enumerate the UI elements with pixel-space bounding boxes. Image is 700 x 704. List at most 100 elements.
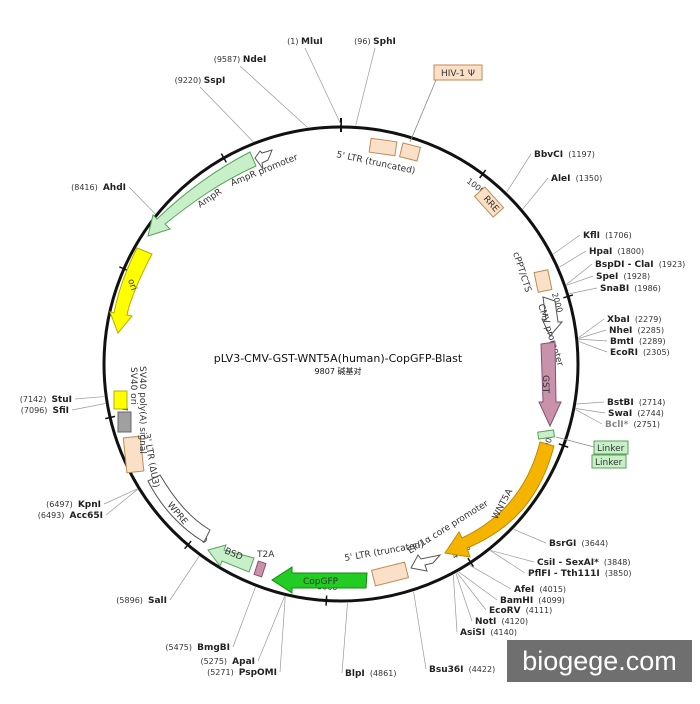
site-name: BmtI xyxy=(610,337,634,347)
site-leader xyxy=(506,153,532,193)
plasmid-title: pLV3-CMV-GST-WNT5A(human)-CopGFP-Blast xyxy=(214,352,463,365)
site-position: (8416) xyxy=(71,183,98,192)
site-ecorv: EcoRV (4111) xyxy=(456,572,552,616)
feature-copgfp xyxy=(271,566,368,594)
site-leader xyxy=(455,573,473,622)
feature-label-sv40-ori: SV40 ori xyxy=(128,367,138,405)
site-name: PspOMI xyxy=(239,668,277,678)
site-name: BbvCI xyxy=(534,150,563,160)
site-name: NdeI xyxy=(243,55,266,65)
site-nhei: NheI (2285) xyxy=(578,318,664,339)
site-label: (5475) BmgBI xyxy=(165,635,230,654)
feature-rre xyxy=(473,186,505,218)
site-leader xyxy=(239,65,308,128)
site-position: (5271) xyxy=(207,668,234,677)
site-leader xyxy=(566,275,594,286)
site-leader xyxy=(199,86,254,142)
site-name: SwaI xyxy=(608,409,632,419)
site-position: (9587) xyxy=(214,55,243,64)
site-ahdi: (8416) AhdI xyxy=(71,183,156,215)
site-name: BamHI xyxy=(500,596,533,606)
site-kpni: (6497) KpnI xyxy=(46,488,138,510)
site-name: BlpI xyxy=(345,669,365,679)
site-label: (6493) Acc65I xyxy=(38,503,103,522)
site-bamhi: BamHI (4099) xyxy=(458,571,565,606)
site-label: KflI (1706) xyxy=(583,223,632,242)
site-ndei: (9587) NdeI xyxy=(214,55,308,128)
site-name: AfeI xyxy=(514,585,534,595)
site-csii-sexai-: CsiI - SexAI* (3848) xyxy=(490,550,631,568)
site-label: (1) MluI xyxy=(287,37,323,47)
site-position: (1986) xyxy=(634,284,661,293)
site-pspomi: (5271) PspOMI xyxy=(207,596,286,678)
feature-ef1a xyxy=(410,554,442,572)
feature-5ltr-top-b xyxy=(398,142,422,162)
tick-mark xyxy=(105,415,116,420)
site-leader xyxy=(578,338,608,342)
site-label: BlpI (4861) xyxy=(345,661,396,680)
site-hpai: HpaI (1800) xyxy=(559,247,644,268)
site-label: BspDI - ClaI (1923) xyxy=(595,252,685,271)
site-label: SwaI (2744) xyxy=(608,401,664,420)
site-name: PflFI - Tth111I xyxy=(528,569,600,579)
tick-mark xyxy=(563,294,574,299)
tick-mark xyxy=(325,595,328,606)
site-leader xyxy=(513,528,547,544)
site-position: (9220) xyxy=(175,76,204,85)
site-noti: NotI (4120) xyxy=(455,573,528,628)
feature-linker-marker xyxy=(537,429,556,440)
site-label: (5896) SalI xyxy=(116,588,167,607)
site-position: (5275) xyxy=(200,657,227,666)
site-name: AleI xyxy=(551,174,571,184)
site-acc65i: (6493) Acc65I xyxy=(38,489,138,522)
feature-wpre xyxy=(147,474,211,543)
feature-label-copgfp: CopGFP xyxy=(303,577,339,587)
site-leader xyxy=(456,572,487,611)
site-asisi: AsiSI (4140) xyxy=(452,574,517,638)
feature-label-hiv-psi: HIV-1 Ψ xyxy=(441,69,475,79)
site-leader xyxy=(169,556,200,601)
feature-label-sv40-polya: SV40 poly(A) signal xyxy=(137,366,147,454)
site-label: NotI (4120) xyxy=(475,609,528,628)
site-snabi: SnaBI (1986) xyxy=(569,284,661,295)
site-leader xyxy=(304,47,342,126)
site-leader xyxy=(71,403,106,411)
site-name: SspI xyxy=(204,76,226,86)
site-name: SalI xyxy=(148,596,167,606)
site-name: EcoRV xyxy=(489,606,521,616)
site-name: StuI xyxy=(51,395,72,405)
site-bbvci: BbvCI (1197) xyxy=(506,142,595,193)
site-label: NheI (2285) xyxy=(609,318,664,337)
site-sspi: (9220) SspI xyxy=(175,76,254,142)
site-label: Bsu36I (4422) xyxy=(429,657,495,676)
site-label: (9220) SspI xyxy=(175,76,226,86)
feature-sv40-ori xyxy=(113,390,128,410)
site-position: (3850) xyxy=(605,569,632,578)
site-label: BstBI (2714) xyxy=(607,390,665,409)
site-name: ApaI xyxy=(232,657,255,667)
feature-label-5ltr-bottom: 5' LTR (truncated) xyxy=(344,540,425,564)
site-label: EcoRI (2305) xyxy=(610,340,670,359)
feature-cppt xyxy=(533,269,553,293)
tick-mark xyxy=(479,169,487,179)
feature-label-t2a: T2A xyxy=(256,550,275,560)
site-name: BsrGI xyxy=(549,539,576,549)
site-name: SnaBI xyxy=(600,284,629,294)
site-name: XbaI xyxy=(607,315,630,325)
site-position: (7142) xyxy=(20,395,47,404)
feature-bsd xyxy=(207,544,255,573)
leader-linker xyxy=(555,436,595,448)
site-leader xyxy=(74,396,105,400)
site-leader xyxy=(232,587,256,648)
site-label: SpeI (1928) xyxy=(596,264,650,283)
site-position: (1923) xyxy=(659,260,686,269)
site-position: (1928) xyxy=(623,272,650,281)
site-label: BbvCI (1197) xyxy=(534,142,595,161)
site-apai: (5275) ApaI xyxy=(200,596,285,667)
site-leader xyxy=(578,341,608,353)
site-name: MluI xyxy=(301,37,323,47)
feature-label-linker-2: Linker xyxy=(595,458,623,468)
plasmid-size: 9807 碱基对 xyxy=(315,366,362,376)
